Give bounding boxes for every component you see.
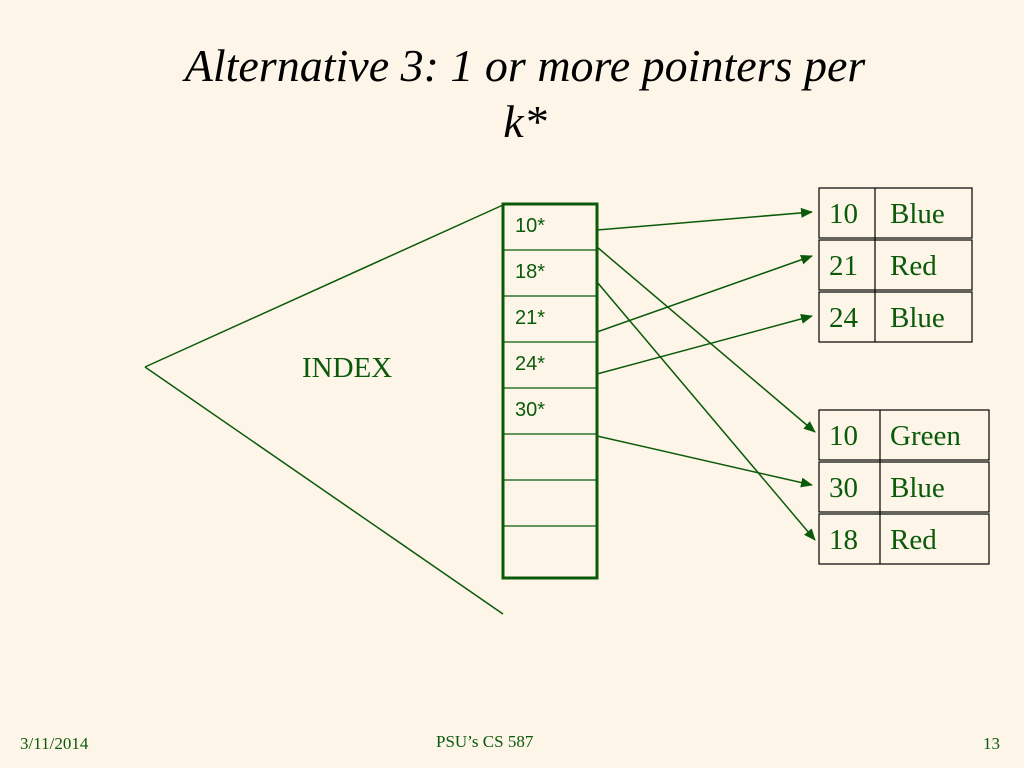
pointer-arrow-30-to-page2 bbox=[596, 435, 813, 488]
data-page-2-row bbox=[818, 461, 990, 513]
pointer-arrow-21-to-page1 bbox=[596, 254, 813, 333]
record-color: Green bbox=[890, 420, 961, 452]
pointer-arrow-18-to-page2 bbox=[596, 281, 816, 541]
title-line-1: Alternative 3: 1 or more pointers per bbox=[184, 40, 866, 91]
slide-title: Alternative 3: 1 or more pointers per k* bbox=[60, 38, 990, 150]
pointer-arrow-10-to-page1 bbox=[596, 207, 813, 231]
index-slot bbox=[505, 482, 595, 527]
record-key: 10 bbox=[829, 420, 858, 452]
index-slot: 24* bbox=[515, 353, 546, 375]
record-key: 30 bbox=[829, 472, 858, 504]
title-line-2: k* bbox=[503, 96, 547, 147]
index-triangle-bottom-edge bbox=[144, 366, 504, 615]
index-slot bbox=[505, 528, 595, 573]
leaf-page-box bbox=[501, 202, 599, 580]
index-slot: 10* bbox=[515, 215, 546, 237]
data-page-2-row bbox=[818, 409, 990, 461]
record-color: Blue bbox=[890, 472, 945, 504]
data-page-1-row bbox=[818, 291, 973, 343]
record-key: 24 bbox=[829, 302, 858, 334]
pointer-arrow-24-to-page1 bbox=[596, 314, 813, 375]
record-key: 10 bbox=[829, 198, 858, 230]
record-color: Red bbox=[890, 524, 937, 556]
index-label: INDEX bbox=[302, 352, 393, 384]
record-color: Red bbox=[890, 250, 937, 282]
pointer-arrow-10-to-page2 bbox=[596, 246, 816, 433]
footer-course: PSU’s CS 587 bbox=[436, 732, 534, 751]
index-slot: 30* bbox=[515, 399, 546, 421]
record-color: Blue bbox=[890, 302, 945, 334]
footer-page-number: 13 bbox=[983, 734, 1000, 753]
index-slot: 18* bbox=[515, 261, 546, 283]
record-key: 21 bbox=[829, 250, 858, 282]
record-color: Blue bbox=[890, 198, 945, 230]
index-slot bbox=[505, 436, 595, 481]
data-page-1-row bbox=[818, 187, 973, 239]
index-slot: 21* bbox=[515, 307, 546, 329]
data-page-2-row bbox=[818, 513, 990, 565]
index-triangle-top-edge bbox=[144, 204, 504, 368]
data-page-1-row bbox=[818, 239, 973, 291]
footer-date: 3/11/2014 bbox=[20, 734, 89, 753]
record-key: 18 bbox=[829, 524, 858, 556]
